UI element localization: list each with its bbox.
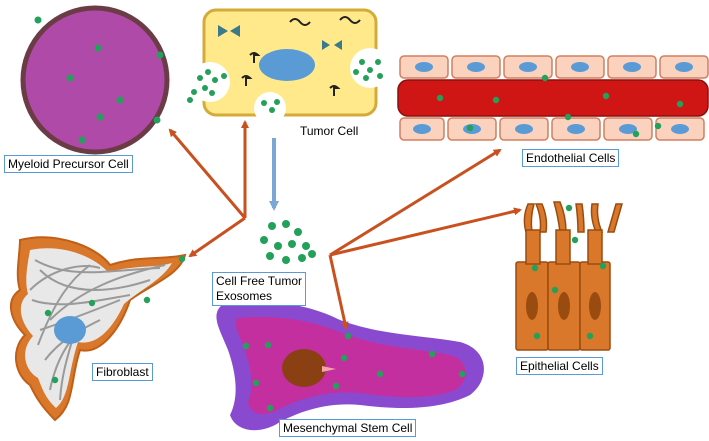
label-exosomes: Cell Free Tumor Exosomes — [212, 272, 307, 306]
label-exosomes-line2: Exosomes — [216, 289, 273, 303]
mesenchymal-stem-cell-icon — [216, 302, 484, 431]
myeloid-cell-icon — [20, 5, 170, 155]
fibroblast-cell-icon — [10, 236, 187, 422]
arrow-to-mesenchymal — [328, 254, 349, 330]
epithelial-cells-icon — [515, 201, 623, 351]
arrow-to-epithelial — [329, 207, 522, 257]
label-endothelial: Endothelial Cells — [522, 149, 620, 167]
exosome-cluster-icon — [260, 220, 316, 264]
arrows — [168, 120, 522, 330]
label-epithelial: Epithelial Cells — [516, 357, 603, 375]
label-myeloid: Myeloid Precursor Cell — [4, 155, 133, 173]
arrow-to-myeloid — [168, 128, 247, 219]
label-tumor: Tumor Cell — [296, 122, 363, 140]
arrow-to-endothelial — [329, 148, 502, 257]
arrow-to-fibroblast — [188, 216, 246, 258]
label-mesenchymal: Mesenchymal Stem Cell — [279, 419, 417, 437]
tumor-cell-icon — [187, 8, 390, 124]
label-fibroblast: Fibroblast — [92, 363, 153, 381]
label-exosomes-line1: Cell Free Tumor — [216, 274, 303, 288]
endothelial-vessel-icon — [397, 55, 709, 141]
